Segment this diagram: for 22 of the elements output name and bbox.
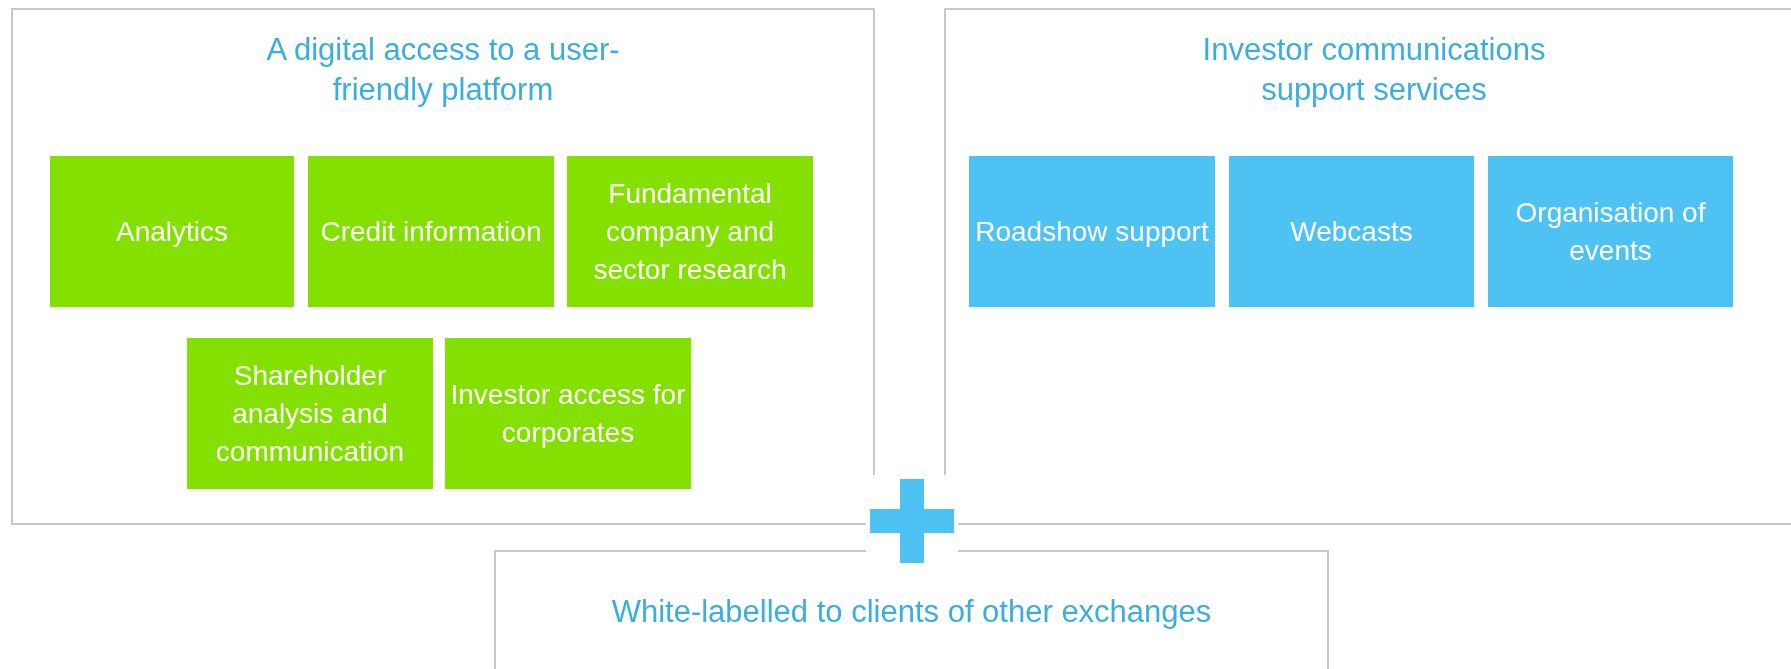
service-label: Organisation of events [1514, 195, 1707, 268]
panel-title: White-labelled to clients of other exchanges [610, 593, 1213, 631]
service-box [445, 338, 691, 489]
service-box [50, 156, 294, 307]
panel [494, 550, 1329, 669]
panel [11, 8, 875, 525]
service-box [567, 156, 813, 307]
service-label: Credit information [319, 214, 543, 249]
service-box [308, 156, 554, 307]
service-box [1488, 156, 1733, 307]
service-label: Roadshow support [974, 214, 1210, 249]
service-label: Fundamental company and sector research [592, 176, 788, 287]
service-label: Webcasts [1289, 214, 1414, 249]
service-label: Analytics [114, 214, 229, 249]
panel [944, 8, 1791, 525]
panel-title: A digital access to a user-friendly platform [265, 31, 621, 109]
service-box [187, 338, 433, 489]
service-label: Shareholder analysis and communication [214, 358, 406, 469]
service-label: Investor access for corporates [449, 377, 687, 450]
service-box [1229, 156, 1474, 307]
panel-title: Investor communications support services [1201, 31, 1547, 109]
service-box [969, 156, 1215, 307]
